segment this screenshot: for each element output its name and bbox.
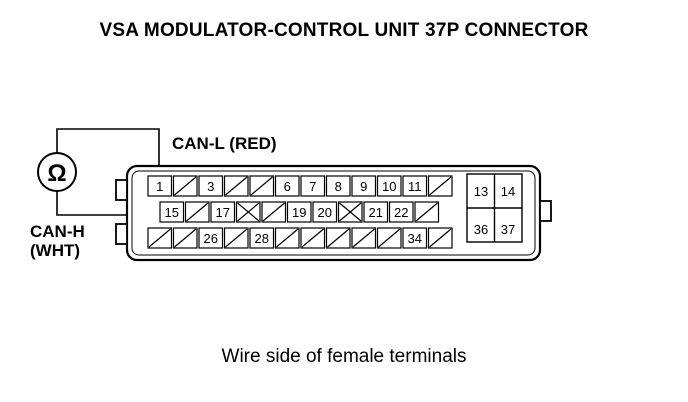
- terminal-number: 7: [309, 179, 316, 194]
- terminal-number: 21: [369, 205, 383, 220]
- terminal-cell: 7: [300, 175, 326, 197]
- terminal-number: 19: [292, 205, 306, 220]
- terminal-number: 34: [408, 231, 422, 246]
- diagram-title: VSA MODULATOR-CONTROL UNIT 37P CONNECTOR: [99, 20, 589, 41]
- terminal-number: 10: [382, 179, 396, 194]
- terminal-cell: 34: [402, 227, 428, 249]
- terminal-cell: [147, 227, 173, 249]
- terminal-cell: [184, 201, 210, 223]
- terminal-cell: [376, 227, 402, 249]
- terminal-cell: 26: [198, 227, 224, 249]
- terminal-cell: [427, 227, 453, 249]
- terminal-number: 26: [204, 231, 218, 246]
- terminal-cell: [249, 175, 275, 197]
- terminal-number: 3: [207, 179, 214, 194]
- terminal-cell: [300, 227, 326, 249]
- ohm-symbol: Ω: [47, 160, 66, 187]
- terminal-cell: 19: [286, 201, 312, 223]
- terminal-number: 1: [156, 179, 163, 194]
- terminal-number: 9: [360, 179, 367, 194]
- terminal-cell: 1: [147, 175, 173, 197]
- terminal-cell: [223, 175, 249, 197]
- terminal-cell: [337, 201, 363, 223]
- terminal-number: 11: [408, 179, 422, 194]
- diagram-caption: Wire side of female terminals: [221, 346, 467, 367]
- terminal-number: 17: [216, 205, 230, 220]
- terminal-cell: [223, 227, 249, 249]
- terminal-number: 15: [165, 205, 179, 220]
- can-h-color-label: (WHT): [30, 241, 81, 260]
- terminal-cell: 17: [210, 201, 236, 223]
- terminal-number: 20: [318, 205, 332, 220]
- terminal-cell: 6: [274, 175, 300, 197]
- terminal-cell: 3: [198, 175, 224, 197]
- can-l-label: CAN-L (RED): [172, 134, 277, 153]
- terminal-cell: [274, 227, 300, 249]
- terminal-number: 22: [394, 205, 408, 220]
- terminal-cell: [261, 201, 287, 223]
- can-h-label: CAN-H: [30, 222, 85, 241]
- terminal-cell: 28: [249, 227, 275, 249]
- terminal-number: 36: [474, 222, 488, 237]
- terminal-number: 6: [284, 179, 291, 194]
- terminal-cell: [414, 201, 440, 223]
- terminal-cell: 9: [351, 175, 377, 197]
- terminal-cell: 8: [325, 175, 351, 197]
- ohmmeter-icon: Ω: [37, 152, 77, 192]
- terminal-cell: [351, 227, 377, 249]
- terminal-cell: [427, 175, 453, 197]
- terminal-number: 8: [335, 179, 342, 194]
- terminal-cell: 21: [363, 201, 389, 223]
- terminal-cell: 11: [402, 175, 428, 197]
- terminal-number: 28: [255, 231, 269, 246]
- terminal-cell: 22: [388, 201, 414, 223]
- terminal-cell: [235, 201, 261, 223]
- terminal-cell: [172, 175, 198, 197]
- terminal-cell: [172, 227, 198, 249]
- terminal-cell: 20: [312, 201, 338, 223]
- terminal-cell: 15: [159, 201, 185, 223]
- terminal-number: 14: [501, 184, 515, 199]
- terminal-cell: 10: [376, 175, 402, 197]
- terminal-number: 13: [474, 184, 488, 199]
- terminal-cell: [325, 227, 351, 249]
- terminal-number: 37: [501, 222, 515, 237]
